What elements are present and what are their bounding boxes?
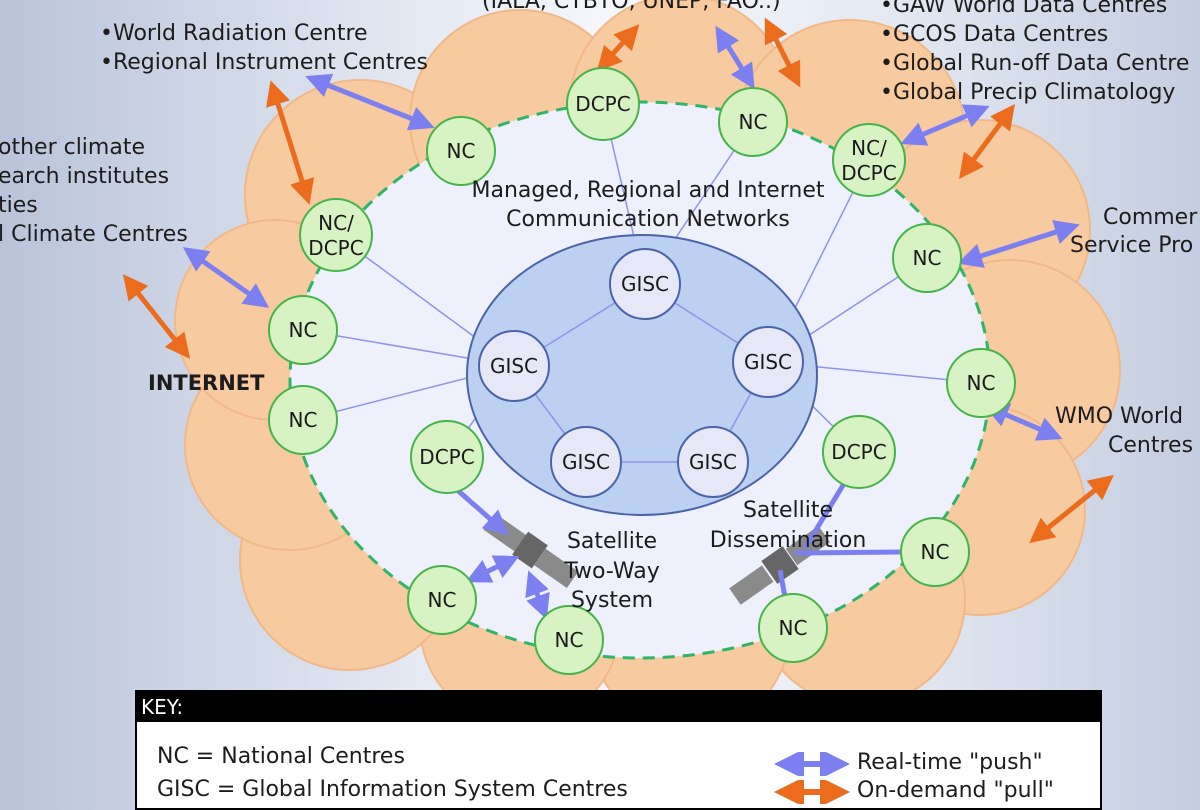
- node-dcpc: DCPC: [410, 420, 484, 494]
- svg-text:NC: NC: [921, 540, 950, 564]
- svg-text:DCPC: DCPC: [575, 92, 630, 116]
- svg-text:DCPC: DCPC: [308, 236, 363, 260]
- node-nc-dcpc: NC/DCPC: [299, 198, 373, 272]
- top-left-label: •Regional Instrument Centres: [100, 50, 428, 75]
- node-gisc: GISC: [478, 330, 550, 402]
- node-nc: NC: [946, 348, 1016, 418]
- svg-text:NC: NC: [447, 139, 476, 163]
- svg-text:GISC: GISC: [562, 450, 610, 474]
- top-right-label: •GAW World Data Centres: [880, 0, 1167, 18]
- svg-text:GISC: GISC: [689, 450, 737, 474]
- key-header: KEY:: [137, 692, 1100, 722]
- node-nc: NC: [268, 295, 338, 365]
- top-right-label: •Global Run-off Data Centre: [880, 51, 1189, 76]
- satellite-dissemination-label: Dissemination: [710, 528, 867, 553]
- left-label: ties: [0, 193, 38, 218]
- internet-label: INTERNET: [148, 371, 265, 395]
- svg-text:NC: NC: [967, 371, 996, 395]
- node-gisc: GISC: [609, 248, 681, 320]
- satellite-two-way-label: Satellite: [567, 529, 657, 554]
- right-label: Centres: [1108, 433, 1193, 458]
- svg-text:NC: NC: [555, 628, 584, 652]
- key-gisc-definition: GISC = Global Information System Centres: [157, 777, 628, 802]
- node-nc: NC: [407, 565, 477, 635]
- node-nc: NC: [892, 223, 962, 293]
- push-arrow-icon: [774, 752, 850, 776]
- satellite-dissemination-label: Satellite: [743, 498, 833, 523]
- managed-networks-label: Communication Networks: [506, 207, 790, 232]
- node-dcpc: DCPC: [566, 67, 640, 141]
- node-nc: NC: [758, 593, 828, 663]
- satellite-two-way-label: Two-Way: [563, 559, 660, 584]
- svg-text:GISC: GISC: [744, 350, 792, 374]
- svg-text:NC: NC: [428, 588, 457, 612]
- svg-text:DCPC: DCPC: [831, 440, 886, 464]
- top-right-label: •Global Precip Climatology: [880, 80, 1175, 105]
- node-gisc: GISC: [677, 426, 749, 498]
- key-panel: KEY: NC = National Centres GISC = Global…: [135, 690, 1102, 810]
- pull-arrow-icon: [774, 780, 850, 804]
- svg-text:DCPC: DCPC: [419, 445, 474, 469]
- pull-arrows: [122, 17, 1114, 544]
- svg-text:NC/: NC/: [851, 136, 887, 160]
- satellite-two-way-label: System: [571, 588, 653, 613]
- node-dcpc: DCPC: [822, 415, 896, 489]
- left-label: l Climate Centres: [0, 222, 188, 247]
- svg-text:NC: NC: [779, 616, 808, 640]
- key-nc-definition: NC = National Centres: [157, 744, 405, 769]
- svg-text:NC/: NC/: [318, 211, 354, 235]
- svg-text:NC: NC: [913, 246, 942, 270]
- node-nc: NC: [268, 385, 338, 455]
- right-label: Service Pro: [1070, 233, 1193, 258]
- svg-text:NC: NC: [739, 110, 768, 134]
- managed-networks-label: Managed, Regional and Internet: [472, 178, 825, 203]
- right-label: Commer: [1103, 205, 1198, 230]
- key-pull-label: On-demand "pull": [857, 778, 1054, 803]
- top-left-label: •World Radiation Centre: [100, 21, 368, 46]
- svg-text:NC: NC: [289, 318, 318, 342]
- left-label: earch institutes: [0, 164, 169, 189]
- svg-text:DCPC: DCPC: [841, 161, 896, 185]
- key-push-label: Real-time "push": [857, 750, 1043, 775]
- svg-text:GISC: GISC: [621, 272, 669, 296]
- push-arrows: [182, 25, 1080, 441]
- left-label: other climate: [0, 135, 145, 160]
- node-nc: NC: [534, 605, 604, 675]
- node-gisc: GISC: [550, 426, 622, 498]
- top-center-label: (IALA, CTBTO, UNEP, FAO..): [482, 0, 781, 14]
- node-nc-dcpc: NC/DCPC: [832, 123, 906, 197]
- node-nc: NC: [900, 517, 970, 587]
- node-nc: NC: [718, 87, 788, 157]
- svg-text:NC: NC: [289, 408, 318, 432]
- top-right-label: •GCOS Data Centres: [880, 22, 1108, 47]
- svg-text:GISC: GISC: [490, 354, 538, 378]
- right-label: WMO World: [1055, 404, 1183, 429]
- node-nc: NC: [426, 116, 496, 186]
- node-gisc: GISC: [732, 326, 804, 398]
- satellite-links: [453, 480, 901, 620]
